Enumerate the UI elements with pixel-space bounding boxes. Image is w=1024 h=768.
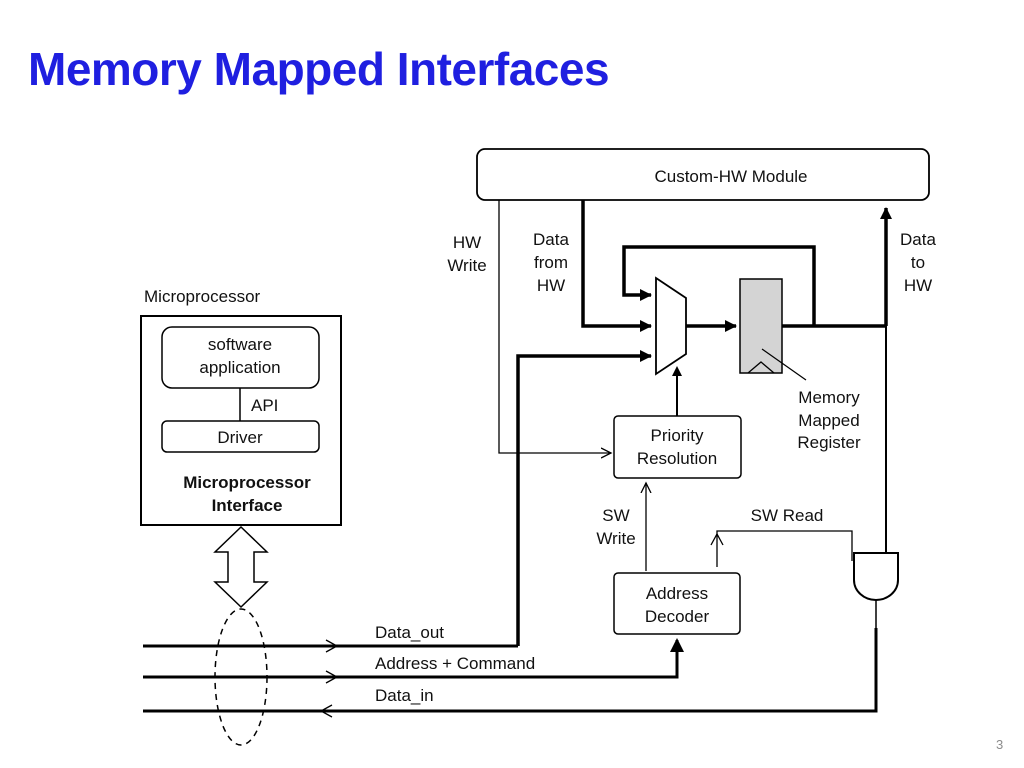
svg-text:to: to <box>911 253 925 272</box>
memory-mapped-register <box>739 278 783 374</box>
svg-text:Write: Write <box>596 529 635 548</box>
data-in-label: Data_in <box>375 686 434 705</box>
slide-title: Memory Mapped Interfaces <box>28 43 610 95</box>
svg-text:Address: Address <box>646 584 708 603</box>
svg-text:Decoder: Decoder <box>645 607 710 626</box>
address-decoder-box: Address Decoder <box>613 572 741 635</box>
microprocessor-label: Microprocessor <box>144 287 261 306</box>
svg-text:Memory: Memory <box>798 388 860 407</box>
multiplexer <box>655 276 687 376</box>
register-feedback-line <box>622 245 816 326</box>
data-in-arrowhead <box>319 704 333 718</box>
svg-text:Data: Data <box>533 230 569 249</box>
address-command-bus-line <box>143 640 679 679</box>
sw-read-label: SW Read <box>751 506 824 525</box>
priority-resolution-box: Priority Resolution <box>613 415 742 479</box>
driver-box: Driver <box>161 420 320 453</box>
address-command-label: Address + Command <box>375 654 535 673</box>
svg-text:Priority: Priority <box>651 426 704 445</box>
svg-text:Mapped: Mapped <box>798 411 859 430</box>
memory-mapped-register-label: Memory Mapped Register <box>797 388 861 452</box>
data-to-hw-label: Data to HW <box>900 230 936 295</box>
api-label: API <box>251 396 278 415</box>
svg-text:HW: HW <box>453 233 481 252</box>
bus-double-arrow <box>213 525 269 609</box>
svg-text:Interface: Interface <box>212 496 283 515</box>
address-command-bus-arrowhead <box>325 670 339 684</box>
custom-hw-module-box: Custom-HW Module <box>476 148 930 201</box>
register-label-pointer <box>761 348 807 381</box>
svg-text:HW: HW <box>904 276 932 295</box>
sw-read-arrowhead <box>710 532 724 546</box>
data-out-to-mux-line <box>516 350 652 646</box>
svg-text:Resolution: Resolution <box>637 449 717 468</box>
and-gate <box>853 552 899 601</box>
sw-write-label: SW Write <box>596 506 635 548</box>
svg-text:software: software <box>208 335 272 354</box>
svg-text:SW: SW <box>602 506 629 525</box>
data-from-hw-label: Data from HW <box>533 230 569 295</box>
svg-text:Data: Data <box>900 230 936 249</box>
data-out-arrowhead <box>325 639 339 653</box>
address-command-arrowhead <box>670 638 684 652</box>
data-out-label: Data_out <box>375 623 444 642</box>
data-in-bus-line <box>143 628 878 713</box>
data-from-hw-line <box>581 200 652 332</box>
svg-text:Microprocessor: Microprocessor <box>183 473 311 492</box>
svg-text:Driver: Driver <box>217 428 263 447</box>
sw-read-line <box>716 530 853 567</box>
svg-text:from: from <box>534 253 568 272</box>
hw-write-line <box>498 200 611 453</box>
software-application-box: software application <box>161 326 320 389</box>
svg-text:HW: HW <box>537 276 565 295</box>
custom-hw-module-label: Custom-HW Module <box>654 167 807 186</box>
microprocessor-interface-label: Microprocessor Interface <box>183 473 311 515</box>
page-number: 3 <box>996 737 1004 752</box>
svg-text:Register: Register <box>797 433 861 452</box>
svg-text:application: application <box>199 358 280 377</box>
hw-write-label: HW Write <box>447 233 486 275</box>
svg-text:Write: Write <box>447 256 486 275</box>
